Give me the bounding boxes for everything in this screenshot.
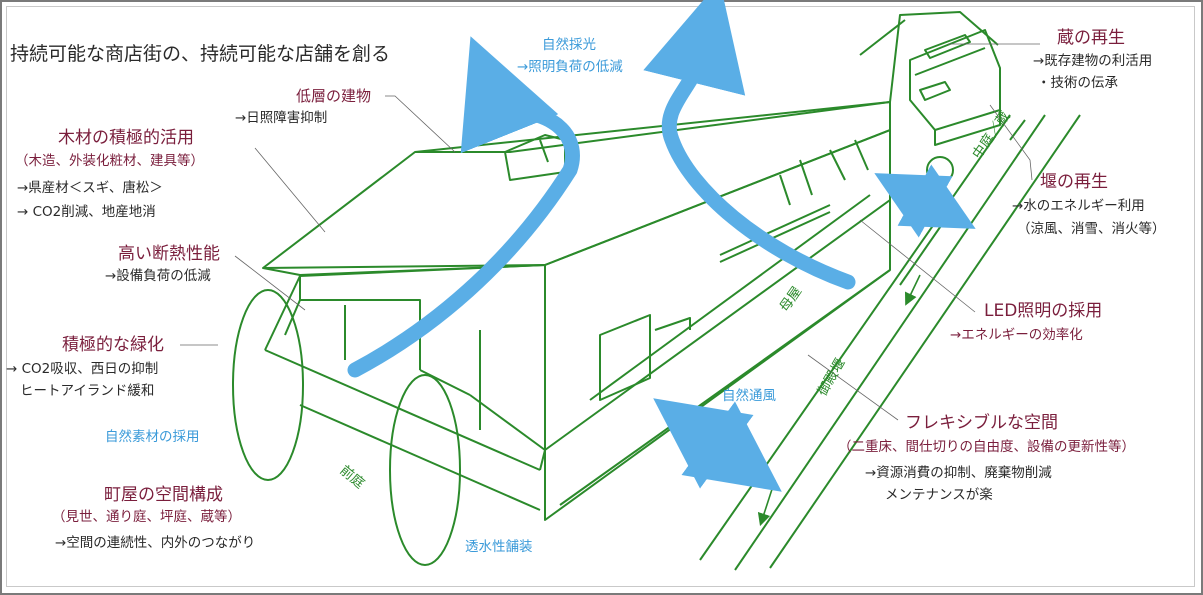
leader-lines <box>180 43 1040 421</box>
insulation-label: 高い断熱性能 <box>118 244 220 264</box>
greening-detail-1: → CO2吸収、西日の抑制 <box>6 361 159 377</box>
low-building-label: 低層の建物 <box>296 87 372 105</box>
daylight-detail: →照明負荷の低減 <box>517 59 623 75</box>
diagram-title: 持続可能な商店街の、持続可能な店舗を創る <box>10 43 391 65</box>
flexible-detail-2: メンテナンスが楽 <box>885 487 993 503</box>
weir-detail-1: →水のエネルギー利用 <box>1012 198 1145 214</box>
kura-detail-2: ・技術の伝承 <box>1037 75 1118 91</box>
greening-detail-2: ヒートアイランド緩和 <box>20 383 155 399</box>
diagram-inner-border <box>6 6 1195 587</box>
daylight-label: 自然採光 <box>542 37 596 53</box>
ventilation-label: 自然通風 <box>722 388 776 404</box>
machiya-detail: →空間の連続性、内外のつながり <box>55 535 256 551</box>
insulation-detail: →設備負荷の低減 <box>105 268 211 284</box>
greening-label: 積極的な緑化 <box>62 335 164 355</box>
flexible-detail-1: →資源消費の抑制、廃棄物削減 <box>865 465 1052 481</box>
flexible-sub: （二重床、間仕切りの自由度、設備の更新性等） <box>838 439 1135 455</box>
weir-detail-2: （涼風、消雪、消火等） <box>1017 221 1166 237</box>
low-building-detail: →日照障害抑制 <box>235 110 328 126</box>
permeable-label: 透水性舗装 <box>465 539 533 555</box>
timber-detail-1: →県産材＜スギ、唐松＞ <box>17 180 163 196</box>
led-detail: →エネルギーの効率化 <box>950 327 1083 343</box>
led-label: LED照明の採用 <box>984 301 1103 321</box>
natural-materials-label: 自然素材の採用 <box>105 429 200 445</box>
flexible-label: フレキシブルな空間 <box>905 413 1058 433</box>
airflow-arrows <box>347 0 976 492</box>
kura-detail-1: →既存建物の利活用 <box>1033 53 1153 69</box>
timber-sub: （木造、外装化粧材、建具等） <box>15 153 204 169</box>
machiya-sub: （見世、通り庭、坪庭、蔵等） <box>52 509 241 525</box>
kura-label: 蔵の再生 <box>1057 28 1125 48</box>
timber-detail-2: → CO2削減、地産地消 <box>17 204 156 220</box>
machiya-label: 町屋の空間構成 <box>104 485 223 505</box>
weir-label: 堰の再生 <box>1040 172 1108 192</box>
timber-label: 木材の積極的活用 <box>58 128 194 148</box>
